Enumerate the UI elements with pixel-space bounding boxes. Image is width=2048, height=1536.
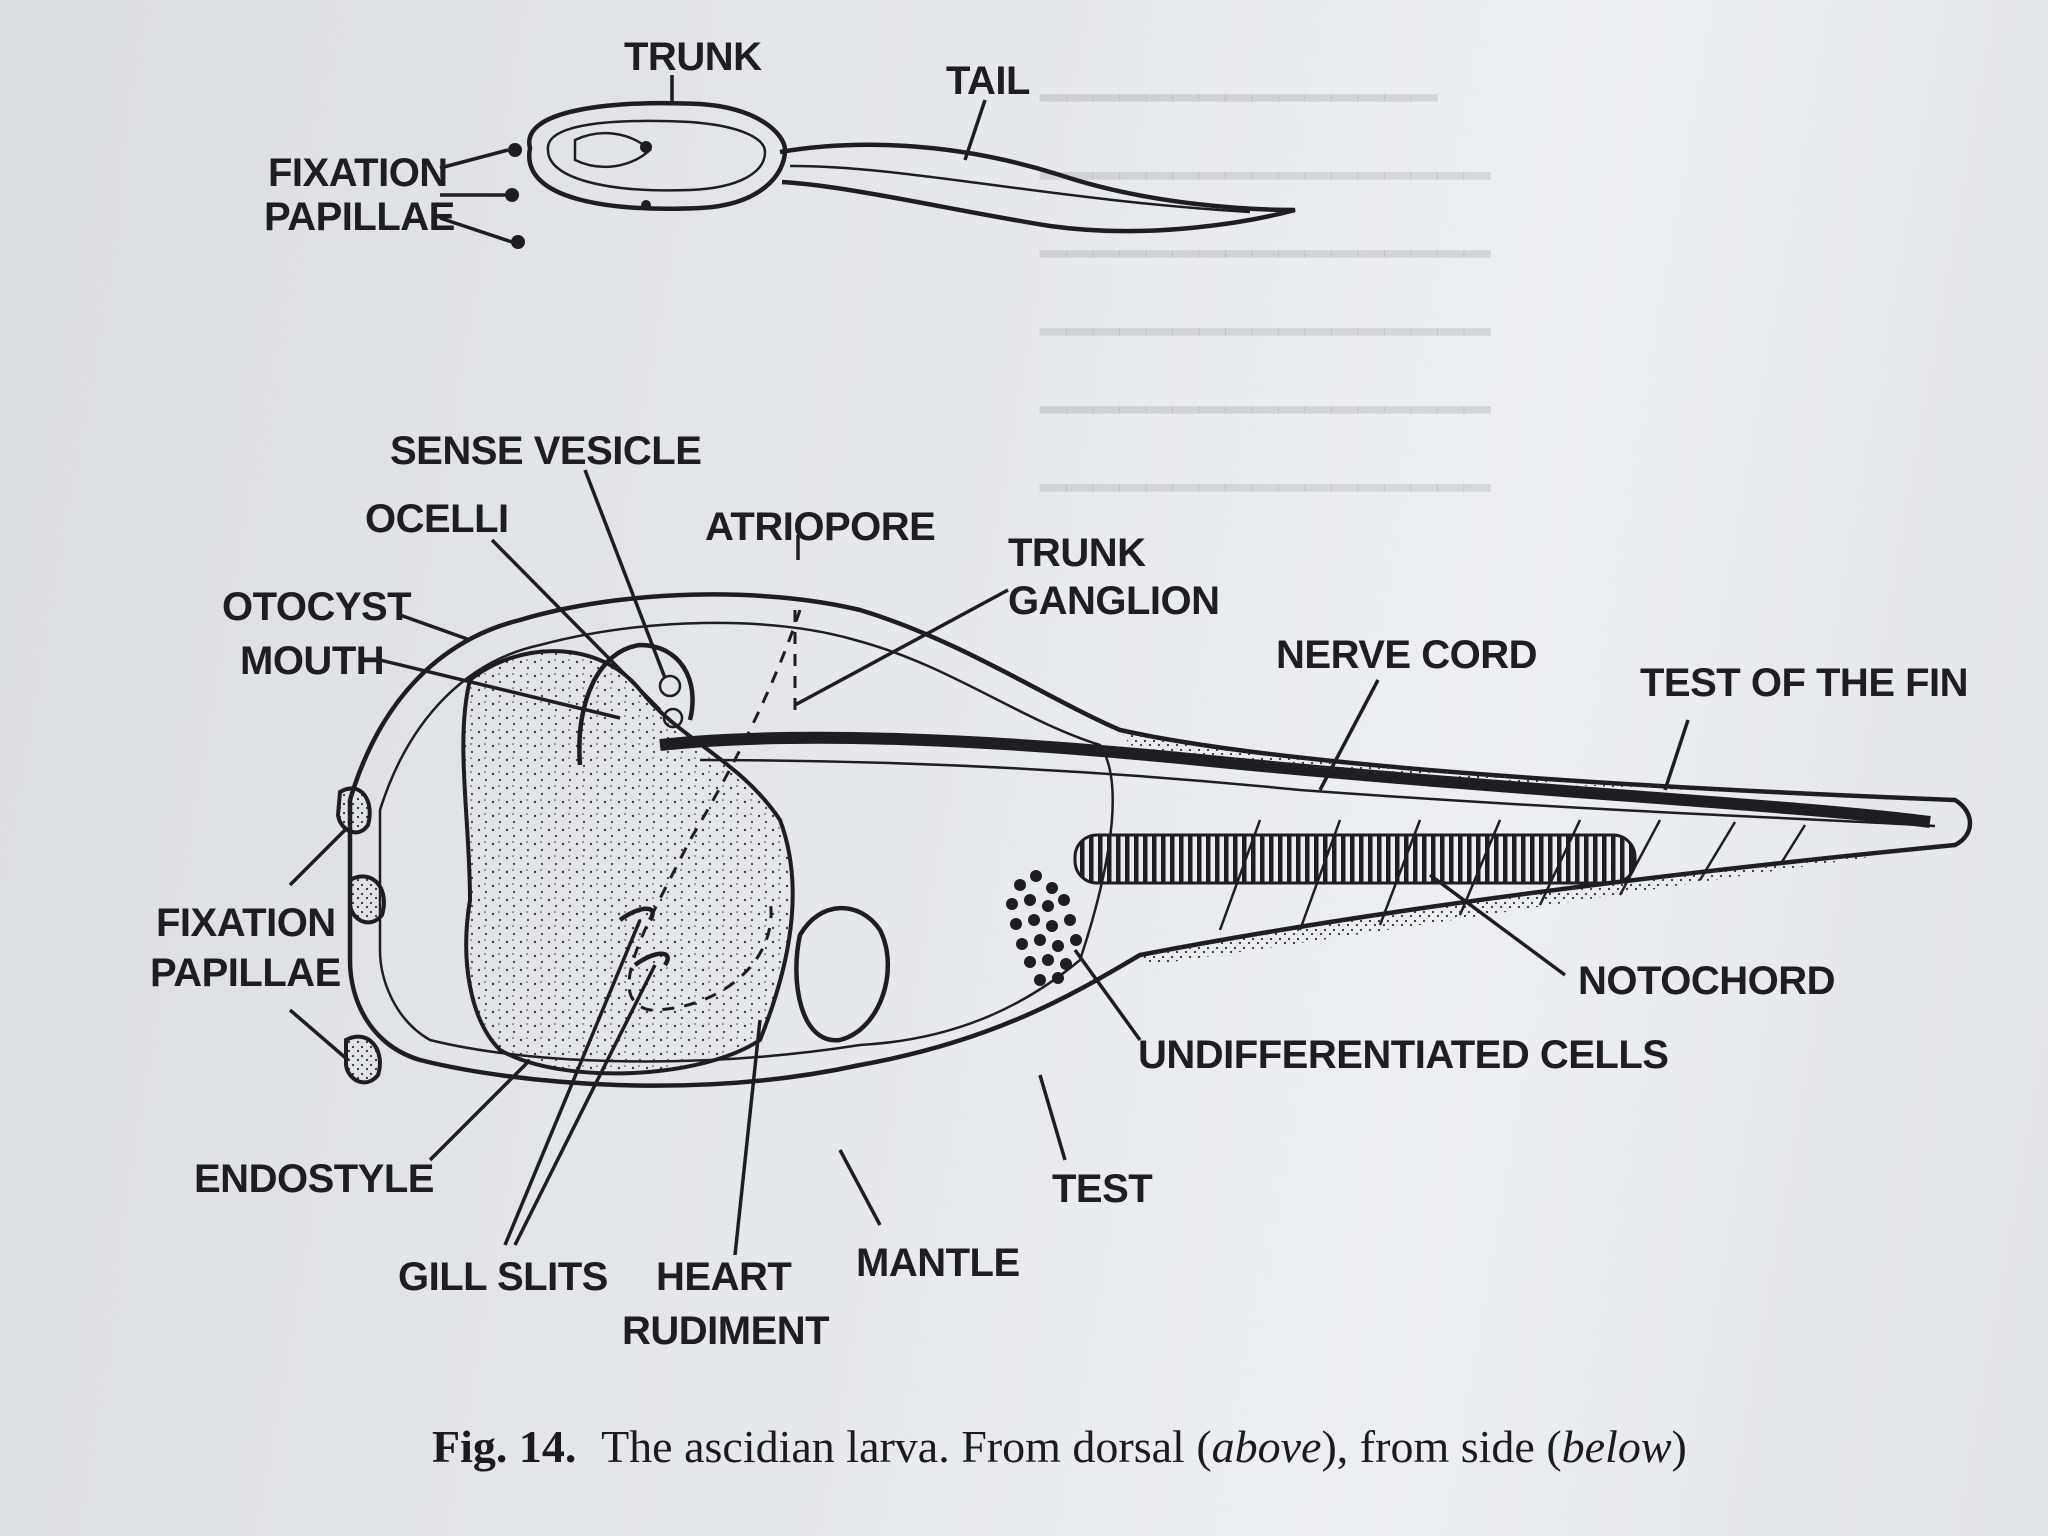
label-gill-slits: GILL SLITS — [398, 1255, 608, 1299]
caption-text-3: ) — [1672, 1421, 1687, 1472]
side-fixation-papillae — [335, 786, 386, 1085]
dorsal-tail-outline — [779, 142, 1296, 234]
side-notochord — [1073, 833, 1637, 885]
label-test: TEST — [1052, 1167, 1152, 1211]
label-test-of-fin: TEST OF THE FIN — [1640, 661, 1968, 705]
side-test-outline — [347, 592, 1973, 1088]
label-trunk-ganglion-line2: GANGLION — [1008, 579, 1220, 623]
side-nerve-cord — [659, 731, 1931, 828]
label-nerve-cord: NERVE CORD — [1276, 633, 1537, 677]
label-endostyle: ENDOSTYLE — [194, 1157, 434, 1201]
caption-above: above — [1212, 1421, 1322, 1472]
label-dorsal-trunk: TRUNK — [624, 35, 762, 79]
label-atriopore: ATRIOPORE — [705, 505, 935, 549]
label-ocelli: OCELLI — [365, 497, 509, 541]
label-dorsal-tail: TAIL — [946, 59, 1030, 103]
label-dorsal-fixation-line1: FIXATION — [268, 151, 448, 195]
label-mantle: MANTLE — [856, 1241, 1020, 1285]
bleed-through-text: ━━━━━━━━━━━━━━━━━━━━━━━━━━━━━━━━━━━━━━━━… — [1040, 74, 1491, 513]
caption-fig-number: Fig. 14. — [432, 1421, 576, 1472]
label-sense-vesicle: SENSE VESICLE — [390, 429, 701, 473]
dorsal-trunk-outline — [527, 100, 788, 211]
label-otocyst: OTOCYST — [222, 585, 411, 629]
caption-text-2: ), from side ( — [1321, 1421, 1561, 1472]
label-side-fixation-line2: PAPILLAE — [150, 951, 341, 995]
label-mouth: MOUTH — [240, 639, 384, 683]
label-heart-line1: HEART — [656, 1255, 791, 1299]
caption-below: below — [1562, 1421, 1672, 1472]
dorsal-fixation-papillae — [505, 143, 525, 249]
label-trunk-ganglion-line1: TRUNK — [1008, 531, 1146, 575]
label-dorsal-fixation-line2: PAPILLAE — [264, 195, 455, 239]
label-undifferentiated-cells: UNDIFFERENTIATED CELLS — [1138, 1033, 1668, 1077]
side-view-drawing — [288, 469, 1973, 1256]
label-side-fixation-line1: FIXATION — [156, 901, 336, 945]
side-undifferentiated-cells — [1006, 870, 1082, 986]
side-trunk-mass — [461, 649, 795, 1076]
caption-text-1: The ascidian larva. From dorsal ( — [601, 1421, 1212, 1472]
dorsal-view-drawing — [439, 75, 1296, 249]
figure-caption: Fig. 14. The ascidian larva. From dorsal… — [432, 1421, 1687, 1472]
label-heart-line2: RUDIMENT — [622, 1309, 829, 1353]
label-notochord: NOTOCHORD — [1578, 959, 1835, 1003]
